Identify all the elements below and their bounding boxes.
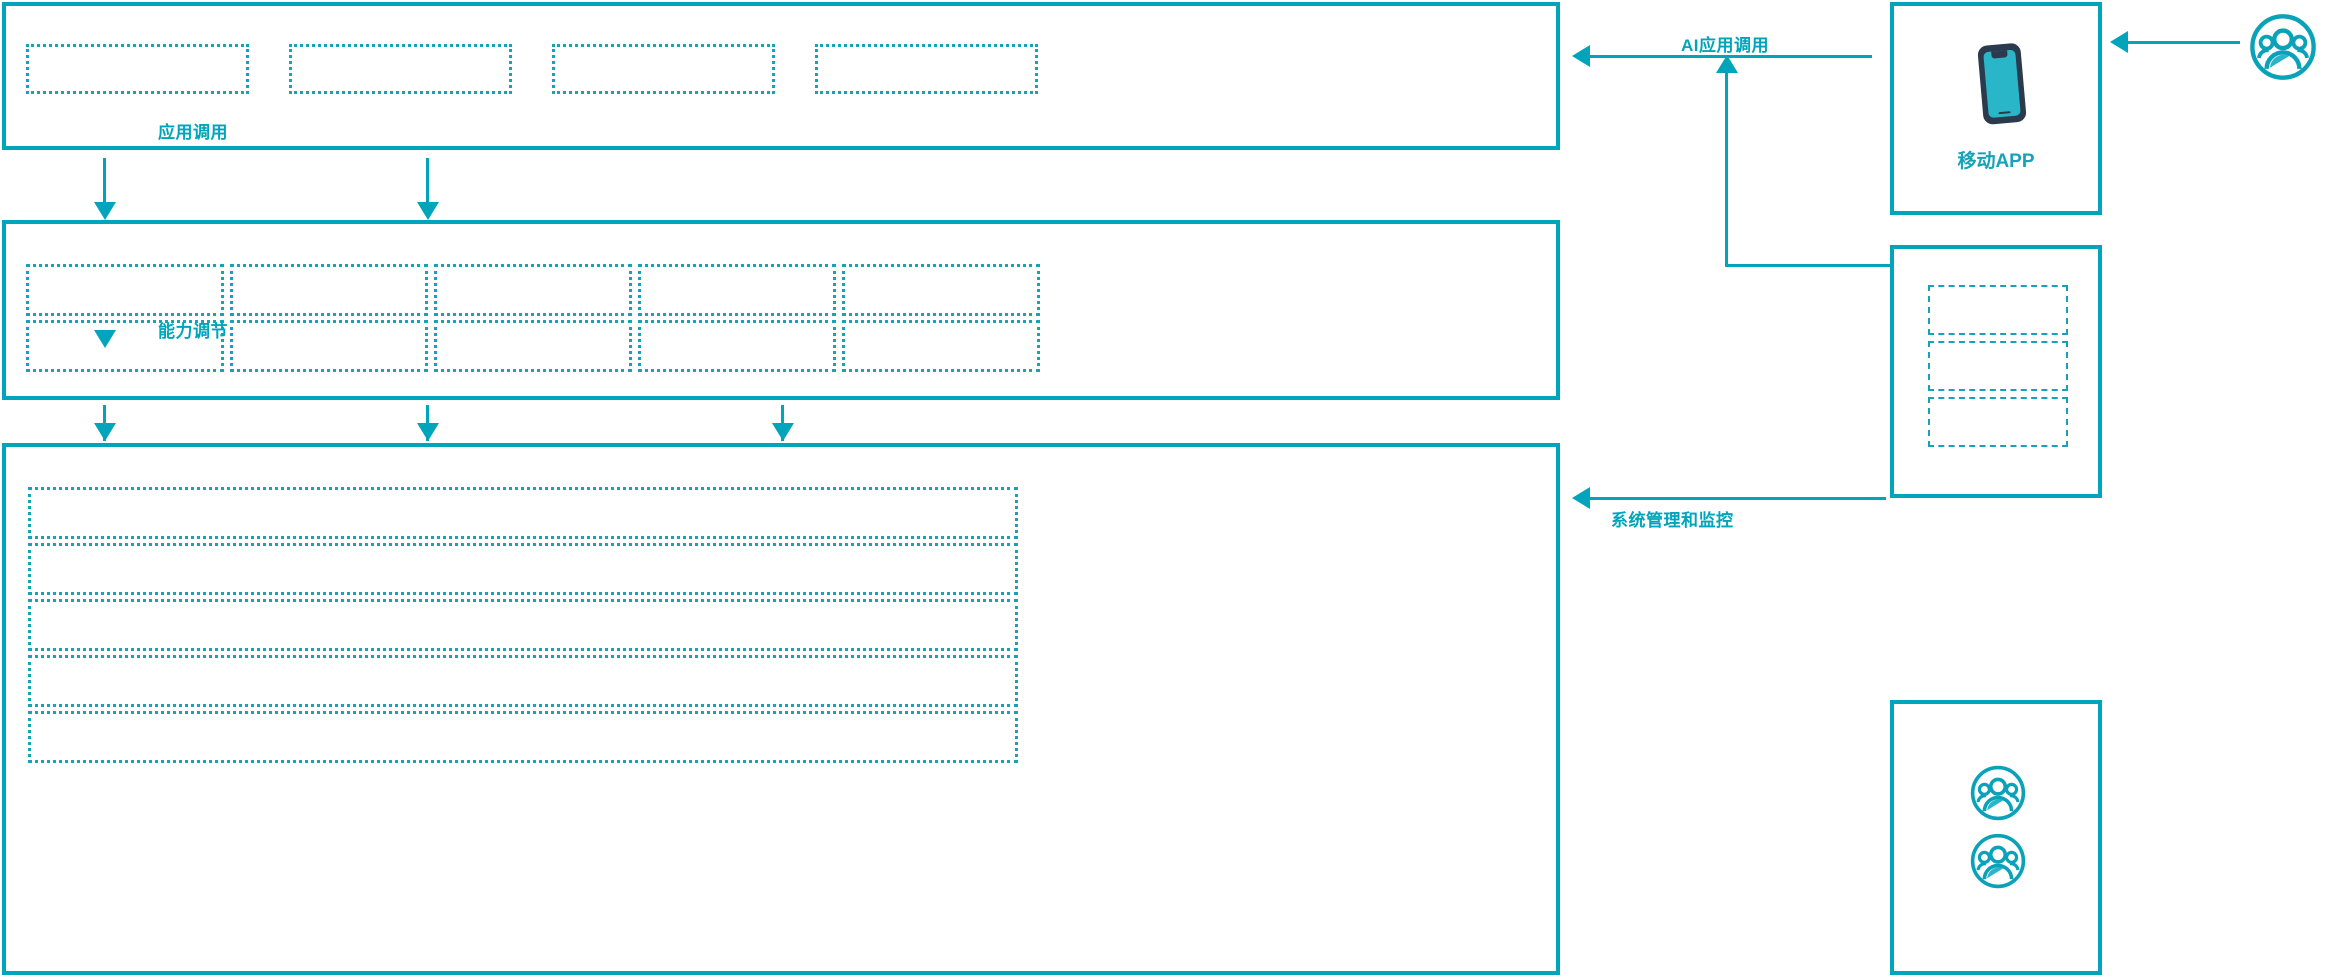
capability-slot[interactable] bbox=[638, 320, 836, 372]
application-slot[interactable] bbox=[26, 44, 249, 94]
flow-ai-elbow-hline bbox=[1725, 264, 1891, 267]
flow-app-invoke-arrow-2 bbox=[417, 202, 439, 220]
platform-slot[interactable] bbox=[28, 711, 1018, 763]
external-user-group-icon[interactable] bbox=[2248, 12, 2318, 82]
flow-sys-monitor-arrowhead bbox=[1572, 487, 1590, 509]
smartphone-icon bbox=[1977, 43, 2027, 125]
external-user-hline bbox=[2126, 41, 2240, 44]
platform-slot[interactable] bbox=[28, 655, 1018, 707]
external-user-arrowhead bbox=[2110, 31, 2128, 53]
platform-slot[interactable] bbox=[28, 543, 1018, 595]
user-group-icon[interactable] bbox=[1969, 832, 2027, 890]
flow-app-invoke-line-2 bbox=[426, 158, 429, 206]
flow-sys-monitor-hline bbox=[1588, 497, 1886, 500]
flow-app-invoke-arrow-1 bbox=[94, 202, 116, 220]
channel-slot[interactable] bbox=[1928, 285, 2068, 335]
flow-ai-elbow-arrowhead bbox=[1716, 55, 1738, 73]
capability-slot[interactable] bbox=[230, 264, 428, 316]
flow-ai-invoke-arrowhead bbox=[1572, 45, 1590, 67]
mobile-app-panel[interactable]: 移动APP bbox=[1890, 2, 2102, 215]
platform-slot[interactable] bbox=[28, 487, 1018, 539]
operations-panel[interactable] bbox=[1890, 700, 2102, 975]
flow-capability-tune-label: 能力调节 bbox=[158, 322, 228, 341]
flow-ai-elbow-vline bbox=[1725, 72, 1728, 266]
flow-capability-tune-arrowhead-2 bbox=[417, 423, 439, 441]
capability-slot[interactable] bbox=[842, 320, 1040, 372]
capability-slot[interactable] bbox=[230, 320, 428, 372]
flow-capability-tune-arrowhead-3 bbox=[772, 423, 794, 441]
flow-sys-monitor-label: 系统管理和监控 bbox=[1611, 511, 1734, 530]
flow-capability-tune-arrow-1 bbox=[94, 330, 116, 348]
capability-slot[interactable] bbox=[26, 264, 224, 316]
capability-slot[interactable] bbox=[434, 320, 632, 372]
capability-slot[interactable] bbox=[434, 264, 632, 316]
platform-slot[interactable] bbox=[28, 599, 1018, 651]
capability-slot[interactable] bbox=[842, 264, 1040, 316]
application-slot[interactable] bbox=[815, 44, 1038, 94]
application-slot[interactable] bbox=[552, 44, 775, 94]
flow-app-invoke-line-1 bbox=[103, 158, 106, 206]
flow-ai-invoke-label: AI应用调用 bbox=[1681, 36, 1769, 55]
capability-slot[interactable] bbox=[26, 320, 224, 372]
channel-slot[interactable] bbox=[1928, 341, 2068, 391]
channel-panel[interactable] bbox=[1890, 245, 2102, 498]
application-slot[interactable] bbox=[289, 44, 512, 94]
channel-slot[interactable] bbox=[1928, 397, 2068, 447]
capability-layer[interactable] bbox=[2, 220, 1560, 400]
capability-slot[interactable] bbox=[638, 264, 836, 316]
application-layer[interactable] bbox=[2, 2, 1560, 150]
flow-app-invoke-label: 应用调用 bbox=[158, 123, 228, 142]
user-group-icon[interactable] bbox=[1969, 764, 2027, 822]
platform-layer[interactable] bbox=[2, 443, 1560, 975]
flow-capability-tune-arrowhead-1 bbox=[94, 423, 116, 441]
mobile-app-panel-label: 移动APP bbox=[1957, 151, 2035, 172]
